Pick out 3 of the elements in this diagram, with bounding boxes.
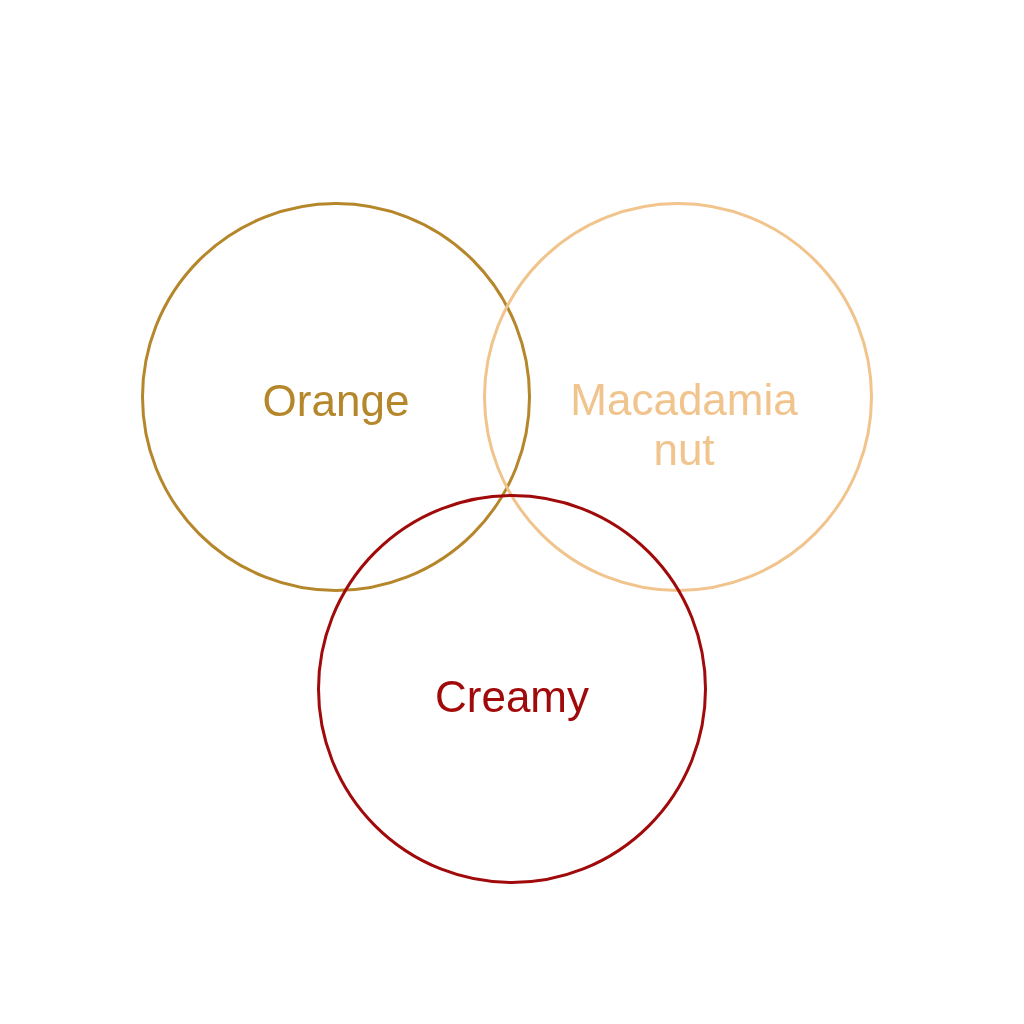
circle-label: Orange [261,376,411,426]
circle-label: Creamy [434,672,590,722]
circle-label: Macadamia nut [569,375,799,475]
